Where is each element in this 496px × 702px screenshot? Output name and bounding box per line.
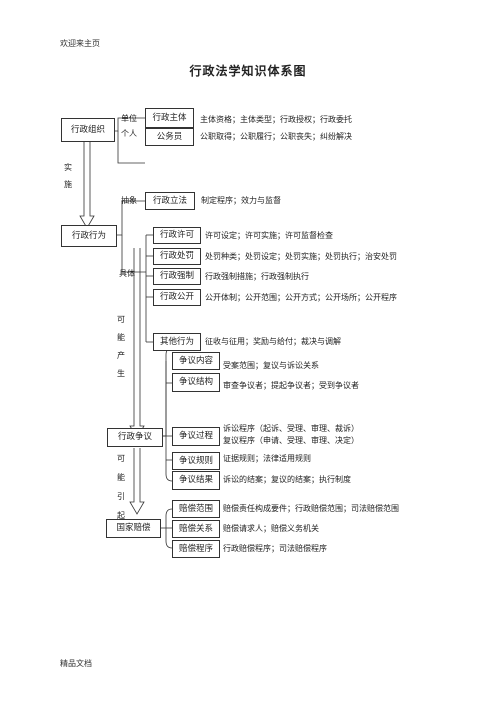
act-item-enforcement-desc: 行政强制措施；行政强制执行 [205,272,309,281]
org-item-civil-servant-desc: 公职取得；公职履行；公职丧失；纠纷解决 [200,132,352,141]
comp-item-procedure-box: 赔偿程序 [172,540,220,558]
act-item-disclosure-desc: 公开体制；公开范围；公开方式；公开场所；公开程序 [205,293,397,302]
arrow2-char-4: 生 [117,369,125,378]
dispute-item-rules-box: 争议规则 [172,452,220,470]
page-footer: 精品文档 [60,659,92,668]
act-item-other-box: 其他行为 [153,333,201,351]
org-label-unit: 单位 [121,114,137,123]
dispute-item-content-box: 争议内容 [172,352,220,370]
org-main-box: 行政组织 [61,118,115,142]
arrow3-char-3: 引 [117,492,125,501]
arrow1-char-2: 施 [64,180,72,189]
dispute-item-process-desc: 诉讼程序（起诉、受理、审理、裁诉） [223,424,359,433]
org-item-subject-desc: 主体资格；主体类型；行政授权；行政委托 [200,115,352,124]
act-main-box: 行政行为 [61,225,117,247]
act-abstract-desc: 制定程序；效力与监督 [201,196,281,205]
dispute-item-result-desc: 诉讼的结案；复议的结案；执行制度 [223,475,351,484]
arrow2-char-3: 产 [117,351,125,360]
act-item-license-desc: 许可设定；许可实施；许可监督检查 [205,231,333,240]
act-item-enforcement-box: 行政强制 [153,268,201,285]
comp-main-box: 国家赔偿 [106,519,161,538]
act-abstract-box: 行政立法 [145,192,195,210]
arrow3-char-4: 起 [117,511,125,520]
comp-item-scope-desc: 赔偿责任构成要件；行政赔偿范围；司法赔偿范围 [223,504,399,513]
dispute-item-content-desc: 受案范围；复议与诉讼关系 [223,361,319,370]
arrow1-char-1: 实 [64,163,72,172]
dispute-item-result-box: 争议结果 [172,471,220,490]
dispute-item-structure-box: 争议结构 [172,373,220,392]
page-title: 行政法学知识体系图 [189,64,307,78]
arrow3-char-1: 可 [117,454,125,463]
org-item-civil-servant-box: 公务员 [145,128,194,146]
arrow3-char-2: 能 [117,473,125,482]
dispute-item-process-box: 争议过程 [172,427,220,446]
act-item-penalty-desc: 处罚种类；处罚设定；处罚实施；处罚执行；治安处罚 [205,252,397,261]
act-label-abstract: 抽象 [121,196,137,205]
dispute-item-structure-desc: 审查争议者；提起争议者；受到争议者 [223,381,359,390]
arrow2-char-1: 可 [117,315,125,324]
arrow2-char-2: 能 [117,333,125,342]
act-item-penalty-box: 行政处罚 [153,248,201,265]
comp-item-scope-box: 赔偿范围 [172,500,220,518]
dispute-item-process-desc2: 复议程序（申请、受理、审理、决定） [223,436,359,445]
act-item-other-desc: 征收与征用；奖励与给付；裁决与调解 [205,337,341,346]
act-label-concrete: 具体 [119,269,135,278]
dispute-main-box: 行政争议 [107,428,163,447]
comp-item-relation-box: 赔偿关系 [172,520,220,538]
comp-item-procedure-desc: 行政赔偿程序；司法赔偿程序 [223,544,327,553]
page-header: 欢迎来主页 [60,39,100,48]
comp-item-relation-desc: 赔偿请求人；赔偿义务机关 [223,524,319,533]
act-item-disclosure-box: 行政公开 [153,289,201,306]
org-item-subject-box: 行政主体 [145,108,194,128]
dispute-item-rules-desc: 证据规则；法律适用规则 [223,454,311,463]
act-item-license-box: 行政许可 [153,227,201,244]
org-label-person: 个人 [121,129,137,138]
